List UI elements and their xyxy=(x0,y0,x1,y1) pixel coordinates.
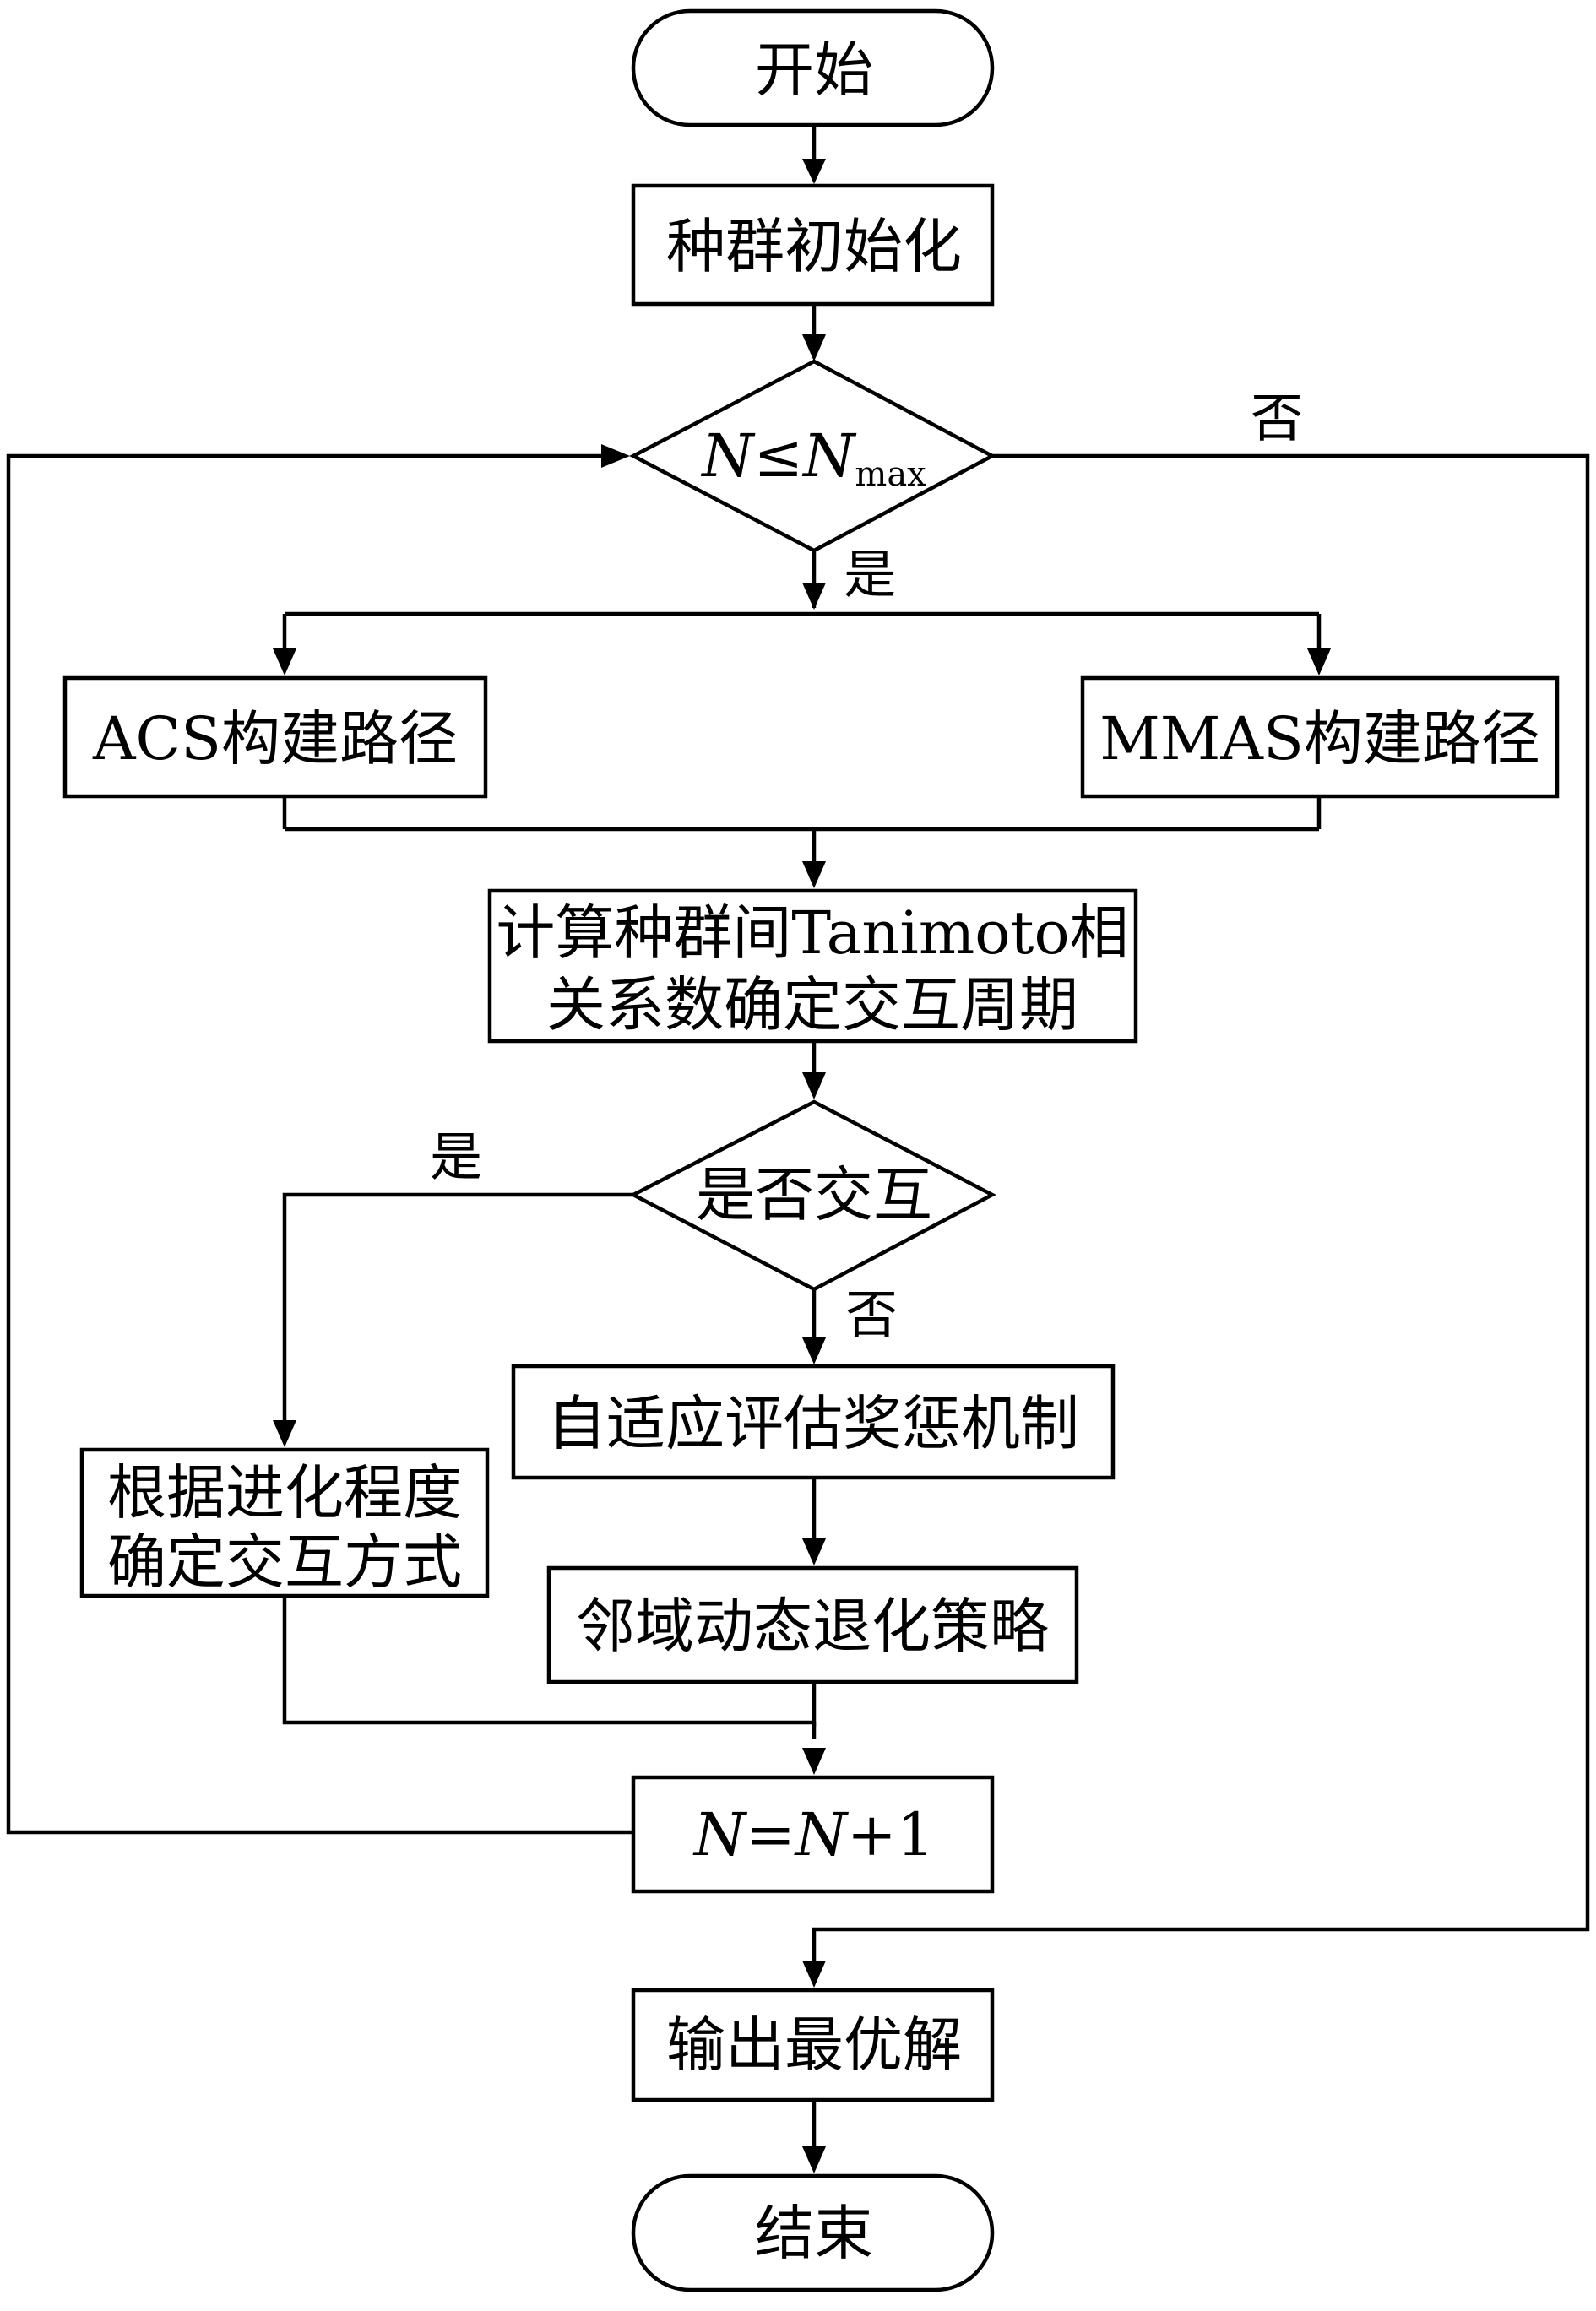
cond-iter-label: N≤Nmax xyxy=(700,421,926,494)
node-adaptive: 自适应评估奖惩机制 xyxy=(511,1364,1116,1480)
node-mmas: MMAS构建路径 xyxy=(1080,675,1560,799)
node-acs-label: ACS构建路径 xyxy=(92,704,458,773)
arrow-end xyxy=(802,2146,826,2173)
edge-interact-yes xyxy=(282,1192,633,1427)
edge-iter-no xyxy=(812,453,1590,1963)
increment-n1: N xyxy=(692,1800,748,1869)
node-output-label: 输出最优解 xyxy=(666,2010,962,2080)
node-mode-line2: 确定交互方式 xyxy=(107,1527,462,1597)
increment-label: N=N+1 xyxy=(692,1800,934,1869)
node-cond-iter: N≤Nmax xyxy=(629,359,996,553)
label-iter-no: 否 xyxy=(1251,388,1303,449)
arrow-tanimoto xyxy=(802,861,826,888)
node-neighborhood: 邻域动态退化策略 xyxy=(546,1565,1079,1684)
arrow-output xyxy=(802,1961,826,1988)
label-interact-yes: 是 xyxy=(430,1126,482,1188)
increment-plus: +1 xyxy=(847,1800,934,1869)
node-init: 种群初始化 xyxy=(631,183,995,307)
node-tanimoto-line1: 计算种群间Tanimoto相 xyxy=(496,898,1128,968)
connectors xyxy=(6,125,1590,2149)
node-cond-interact: 是否交互 xyxy=(629,1099,996,1292)
node-tanimoto: 计算种群间Tanimoto相 关系数确定交互周期 xyxy=(487,888,1138,1044)
arrow-init xyxy=(802,159,826,184)
node-mmas-label: MMAS构建路径 xyxy=(1099,704,1540,773)
node-end: 结束 xyxy=(631,2173,995,2292)
arrow-increment xyxy=(802,1748,826,1775)
cond-iter-le: ≤ xyxy=(754,421,804,491)
node-init-label: 种群初始化 xyxy=(666,212,962,281)
arrow-adaptive xyxy=(802,1337,826,1364)
node-cond-interact-label: 是否交互 xyxy=(696,1160,932,1229)
node-output: 输出最优解 xyxy=(631,1988,995,2102)
node-acs: ACS构建路径 xyxy=(62,675,488,799)
cond-iter-sub: max xyxy=(855,455,926,494)
label-interact-no: 否 xyxy=(845,1284,898,1346)
node-tanimoto-line2: 关系数确定交互周期 xyxy=(546,970,1078,1039)
arrow-loop xyxy=(601,444,630,468)
increment-n2: N xyxy=(794,1800,850,1869)
node-start: 开始 xyxy=(631,8,995,127)
arrow-split xyxy=(802,583,826,610)
cond-iter-nmax: N xyxy=(801,421,857,491)
node-adaptive-label: 自适应评估奖惩机制 xyxy=(547,1389,1079,1458)
arrow-mmas xyxy=(1307,648,1331,675)
node-mode: 根据进化程度 确定交互方式 xyxy=(79,1447,490,1598)
edge-mode-merge xyxy=(282,1596,814,1725)
arrow-neighborhood xyxy=(802,1538,826,1565)
increment-eq: = xyxy=(746,1800,795,1869)
label-iter-yes: 是 xyxy=(844,544,896,605)
node-start-label: 开始 xyxy=(755,35,873,105)
node-end-label: 结束 xyxy=(755,2199,873,2268)
node-mode-line1: 根据进化程度 xyxy=(107,1458,462,1527)
arrow-interact xyxy=(802,1072,826,1099)
arrow-acs xyxy=(273,648,296,675)
node-increment: N=N+1 xyxy=(631,1775,995,1894)
arrow-mode xyxy=(273,1420,296,1447)
edge-loop-back xyxy=(6,453,633,1835)
arrow-cond xyxy=(802,334,826,361)
node-neighborhood-label: 邻域动态退化策略 xyxy=(576,1592,1049,1661)
arrowheads xyxy=(273,159,1331,2173)
cond-iter-n: N xyxy=(700,421,756,491)
